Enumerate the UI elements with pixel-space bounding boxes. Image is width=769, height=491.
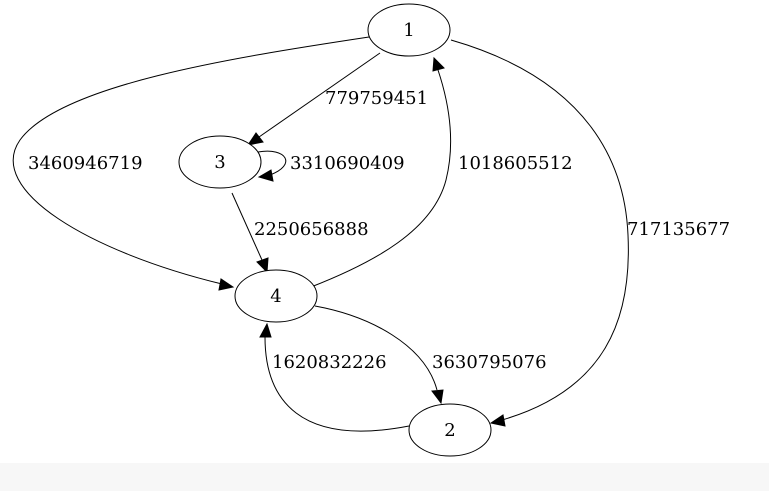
arrowhead — [257, 169, 274, 182]
arrowhead — [489, 414, 506, 427]
node-label: 2 — [444, 420, 455, 441]
edge-line — [257, 150, 287, 176]
edge-line — [310, 69, 452, 288]
arrowhead — [259, 322, 272, 338]
edge-label-4-1: 1018605512 — [458, 153, 573, 174]
arrowhead — [256, 257, 269, 274]
edge-line — [258, 52, 381, 138]
edge-label-1-4: 3460946719 — [28, 153, 143, 174]
node-4: 4 — [234, 269, 318, 323]
edge-1-to-2: 717135677 — [450, 39, 730, 427]
edge-2-to-4: 1620832226 — [259, 322, 410, 432]
node-2: 2 — [408, 403, 492, 457]
edge-line — [264, 336, 410, 432]
node-3: 3 — [178, 135, 262, 189]
arrowhead — [218, 278, 235, 291]
edge-1-to-4: 3460946719 — [12, 36, 370, 291]
edge-4-to-1: 1018605512 — [310, 56, 573, 288]
edge-line — [314, 305, 438, 391]
arrowhead — [246, 132, 264, 146]
edge-1-to-3: 779759451 — [246, 52, 428, 146]
node-label: 3 — [214, 152, 225, 173]
edge-3-to-4: 2250656888 — [231, 192, 369, 274]
node-label: 1 — [403, 20, 414, 41]
edge-line — [450, 39, 629, 421]
edge-3-to-3-loop: 3310690409 — [257, 150, 405, 182]
edge-4-to-2: 3630795076 — [314, 305, 547, 405]
edge-label-1-3: 779759451 — [325, 88, 428, 109]
edge-label-3-3: 3310690409 — [290, 153, 405, 174]
arrowhead — [432, 56, 445, 72]
node-label: 4 — [270, 286, 281, 307]
node-ellipse — [367, 3, 451, 57]
node-1: 1 — [367, 3, 451, 57]
edge-line — [231, 192, 263, 261]
node-ellipse — [178, 135, 262, 189]
node-ellipse — [408, 403, 492, 457]
bottom-margin-band — [0, 463, 769, 491]
edge-label-3-4: 2250656888 — [254, 219, 369, 240]
edge-line — [12, 36, 370, 285]
edge-label-2-4: 1620832226 — [272, 352, 387, 373]
edge-label-4-2: 3630795076 — [432, 352, 547, 373]
edge-label-1-2: 717135677 — [627, 219, 730, 240]
node-ellipse — [234, 269, 318, 323]
arrowhead — [431, 389, 444, 405]
